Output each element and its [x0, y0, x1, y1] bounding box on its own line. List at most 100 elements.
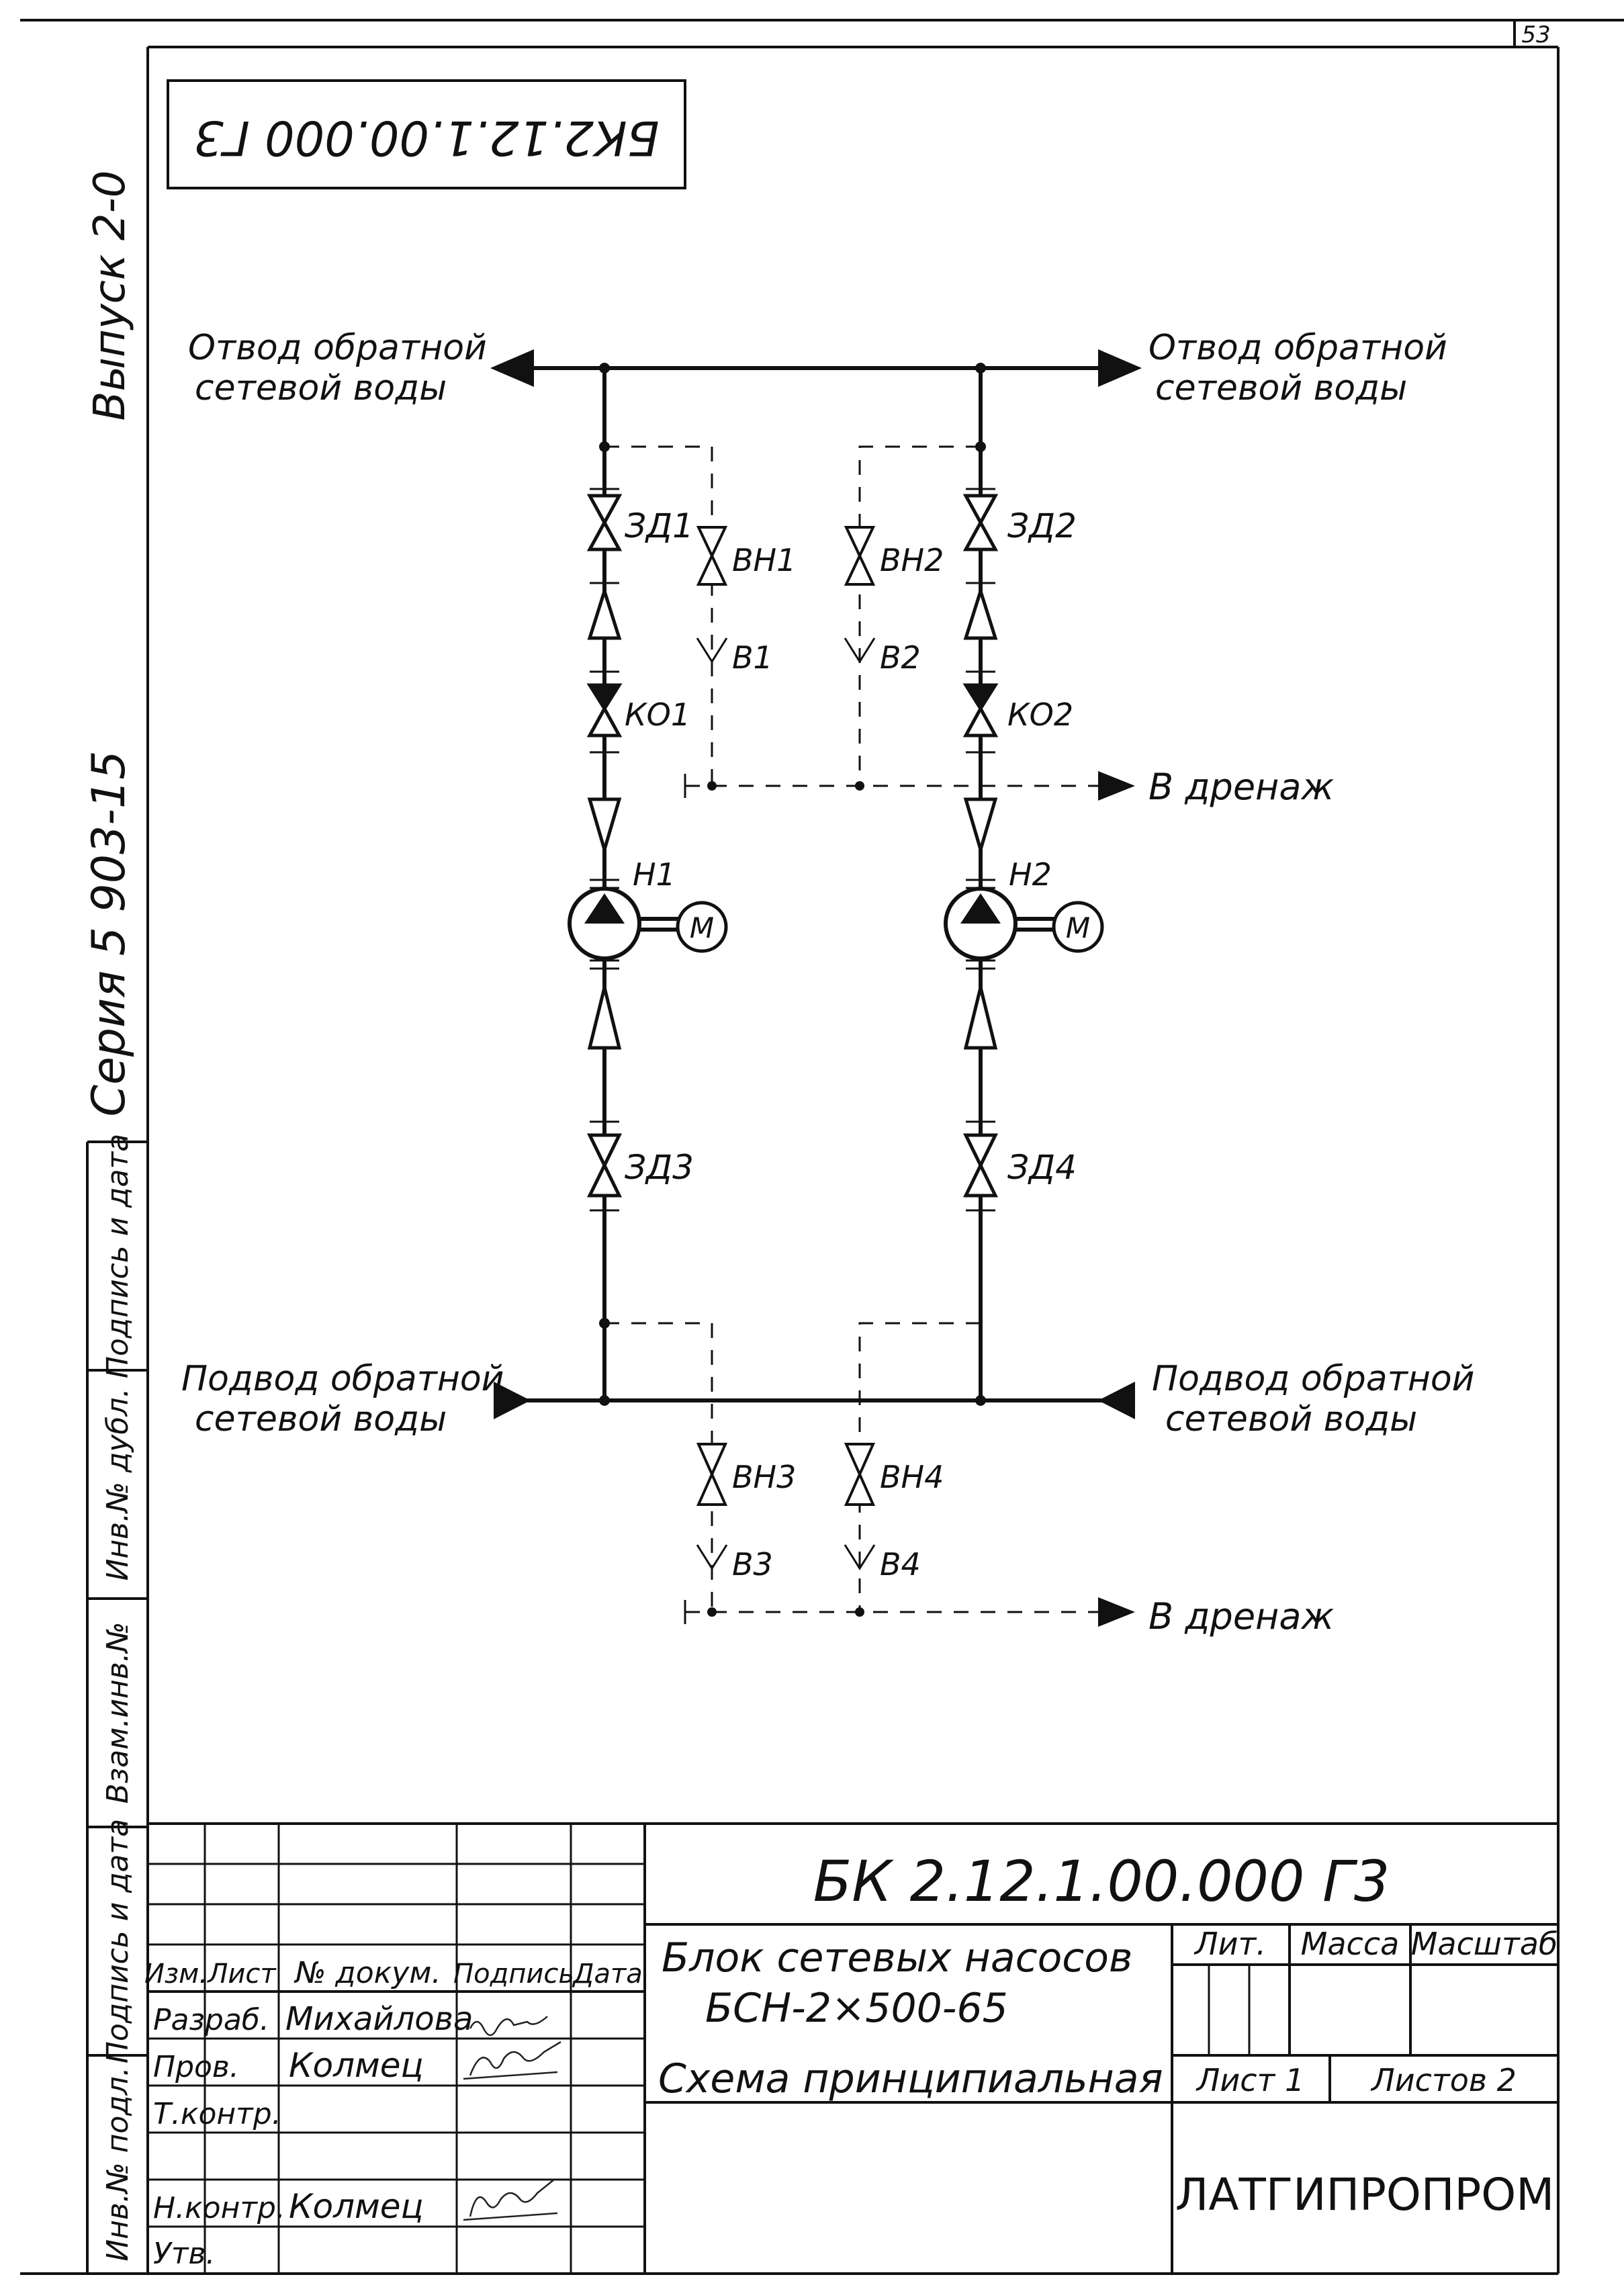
vn1-label: ВН1 — [732, 542, 796, 578]
h1-motor-icon — [676, 901, 728, 953]
left-reducer-lower-icon — [587, 797, 622, 856]
right-bottom-junction — [975, 1395, 986, 1406]
rotated-designation: БК2.12.1.00.000 Г3 — [193, 110, 659, 165]
lower-drain-junction-2 — [855, 1607, 864, 1617]
v3-label: В3 — [732, 1546, 773, 1582]
ko1-check-valve-icon — [586, 683, 623, 712]
inlet-left-label-2: сетевой воды — [195, 1399, 447, 1439]
zd2-label: ЗД2 — [1007, 506, 1077, 545]
upper-drain-arrow — [1098, 771, 1135, 801]
outlet-left-arrow — [490, 349, 534, 387]
title-name-line2: БСН-2×500-65 — [705, 1985, 1008, 2032]
ko1-label: КО1 — [625, 697, 690, 733]
lit-header: Лит. — [1193, 1926, 1266, 1962]
sheet-number: Лист 1 — [1196, 2062, 1304, 2098]
side-field-inv-podl: Инв.№ подл. — [101, 2067, 135, 2262]
col-header-list: Лист — [206, 1959, 277, 1990]
v4-funnel-icon — [844, 1544, 876, 1570]
right-top-junction — [975, 363, 986, 373]
side-field-podpis-data-2: Подпись и дата — [101, 1819, 135, 2063]
side-field-podpis-data-1: Подпись и дата — [101, 1134, 135, 1378]
title-name-line1: Блок сетевых насосов — [662, 1934, 1132, 1981]
inlet-left-label-1: Подвод обратной — [181, 1359, 504, 1399]
vypusk-label: Выпуск 2-0 — [85, 171, 135, 421]
left-bottom-junction — [599, 1395, 610, 1406]
role-tkontr: Т.контр. — [153, 2097, 281, 2131]
inlet-right-label-1: Подвод обратной — [1152, 1359, 1474, 1399]
vn4-valve-icon — [844, 1443, 876, 1506]
col-header-data: Дата — [572, 1959, 643, 1990]
upper-drain-junction-1 — [707, 781, 717, 791]
page-number: 53 — [1521, 21, 1550, 48]
zd2-valve-icon — [962, 494, 999, 551]
name-razrab: Михайлова — [285, 2000, 473, 2038]
rotated-designation-box — [167, 79, 686, 189]
zd1-valve-icon — [586, 494, 623, 551]
vn1-valve-icon — [696, 526, 728, 586]
lower-drain-arrow — [1098, 1597, 1135, 1627]
h1-label: Н1 — [633, 856, 676, 893]
col-header-podpis: Подпись — [453, 1959, 574, 1990]
ko1-check-valve-body-icon — [586, 705, 623, 738]
left-top-junction — [599, 363, 610, 373]
zd4-valve-icon — [962, 1133, 999, 1198]
right-reducer-lower-icon — [963, 797, 998, 856]
col-header-izm: Изм. — [144, 1959, 208, 1990]
role-razrab: Разраб. — [153, 2003, 269, 2037]
side-field-inv-dubl: Инв.№ дубл. — [101, 1388, 135, 1580]
outlet-left-label-1: Отвод обратной — [188, 328, 487, 368]
zd1-label: ЗД1 — [625, 506, 694, 545]
vn2-tap-line — [858, 445, 981, 786]
v2-funnel-icon — [844, 637, 876, 664]
signature-razrab — [469, 2016, 548, 2037]
ko2-label: КО2 — [1007, 697, 1073, 733]
title-name-line3: Схема принципиальная — [658, 2055, 1163, 2102]
vn3-valve-icon — [696, 1443, 728, 1506]
side-field-vzam-inv: Взам.инв.№ — [101, 1622, 135, 1804]
vn2-label: ВН2 — [880, 542, 944, 578]
v4-label: В4 — [880, 1546, 921, 1582]
role-prov: Пров. — [153, 2050, 239, 2084]
h2-pump-arrow-icon — [960, 893, 1001, 924]
outlet-left-label-2: сетевой воды — [195, 368, 447, 408]
inlet-right-arrow — [1098, 1382, 1135, 1419]
ko2-check-valve-icon — [962, 683, 999, 712]
vn2-valve-icon — [844, 526, 876, 586]
scale-header: Масштаб — [1411, 1926, 1558, 1962]
right-reducer-upper-icon — [963, 585, 998, 640]
upper-drain-label: В дренаж — [1148, 766, 1334, 808]
vn1-tap-line — [604, 445, 713, 786]
vn4-label: ВН4 — [880, 1459, 944, 1495]
seriya-label: Серия 5 903-15 — [83, 751, 136, 1117]
vn4-tap-line — [858, 1322, 981, 1612]
zd3-label: ЗД3 — [625, 1148, 694, 1187]
zd4-label: ЗД4 — [1007, 1148, 1077, 1187]
right-reducer-pump-out-icon — [963, 987, 998, 1050]
outlet-right-arrow — [1098, 349, 1142, 387]
name-prov: Колмец — [289, 2046, 424, 2085]
role-nkontr: Н.контр. — [153, 2191, 285, 2225]
vn3-label: ВН3 — [732, 1459, 796, 1495]
outlet-right-label-2: сетевой воды — [1155, 368, 1407, 408]
h1-pump-arrow-icon — [584, 893, 625, 924]
zd3-valve-icon — [586, 1133, 623, 1198]
v3-funnel-icon — [696, 1544, 728, 1570]
inlet-left-arrow — [494, 1382, 531, 1419]
h2-motor-icon — [1052, 901, 1104, 953]
mass-header: Масса — [1301, 1926, 1400, 1962]
v1-funnel-icon — [696, 637, 728, 664]
sheets-count: Листов 2 — [1370, 2062, 1517, 2098]
left-reducer-pump-out-icon — [587, 987, 622, 1050]
signature-nkontr — [463, 2179, 558, 2221]
h2-motor-label: М — [1066, 911, 1090, 944]
ko2-check-valve-body-icon — [962, 705, 999, 738]
left-reducer-upper-icon — [587, 585, 622, 640]
h2-label: Н2 — [1009, 856, 1052, 893]
role-utv: Утв. — [153, 2237, 215, 2271]
outlet-right-label-1: Отвод обратной — [1148, 328, 1447, 368]
name-nkontr: Колмец — [289, 2187, 424, 2226]
vn3-tap-line — [604, 1322, 713, 1612]
title-designation: БК 2.12.1.00.000 Г3 — [813, 1848, 1390, 1914]
v2-label: В2 — [880, 639, 921, 676]
